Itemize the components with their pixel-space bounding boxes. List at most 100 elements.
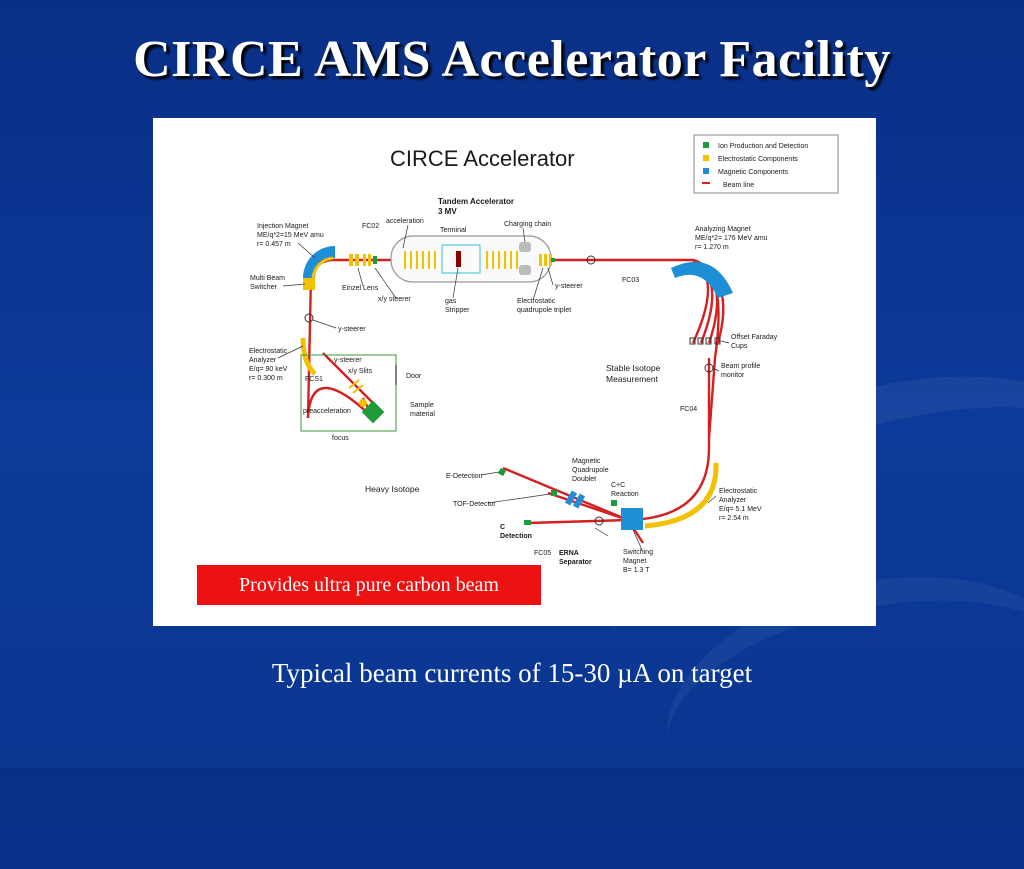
diagram-title: CIRCE Accelerator [390,146,575,171]
beamline-source-diag [322,352,379,409]
lbl-sample1: Sample [410,402,434,409]
lbl-sw1: Switching [623,549,653,556]
lbl-y-steerer-top: y-steerer [555,283,583,290]
lbl-offset2: Cups [731,343,748,350]
slide-footer: Typical beam currents of 15-30 µA on tar… [271,658,753,688]
lbl-ana2: ME/q*2= 176 MeV amu [695,235,768,242]
lbl-src-ysteer: y-steerer [334,357,362,364]
fc02-marker [373,256,377,264]
beamline-left [306,275,313,419]
lbl-mq2: Quadrupole [572,467,609,474]
preacceleration-node [359,399,367,407]
beamline-erna-1 [502,466,629,522]
lbl-stable1: Stable Isotope [606,363,661,373]
lbl-bpm2: monitor [721,372,745,379]
lbl-esa4: r= 0.300 m [249,375,283,382]
lbl-inj3: r= 0.457 m [257,241,291,248]
leader-lines [277,224,730,553]
lbl-equad1: Electrostatic [517,298,556,305]
lbl-fc04: FC04 [680,406,697,413]
lbl-stable2: Measurement [606,374,659,384]
lbl-xy-slits: x/y Slits [348,368,373,375]
lbl-inj1: Injection Magnet [257,223,308,230]
lbl-esa3: E/q= 90 keV [249,366,288,373]
lbl-y-steerer-left: y-steerer [338,326,366,333]
legend-label-beamline: Beam line [723,182,754,189]
lbl-tandem: Tandem Accelerator [438,197,514,206]
lbl-gas1: gas [445,298,457,305]
lbl-fc03: FC03 [622,277,639,284]
lbl-fcs1: FCS1 [305,376,323,383]
lbl-xy-steerer-top: x/y steerer [378,296,411,303]
lbl-heavy: Heavy Isotope [365,484,420,494]
lbl-cc1: C+C [611,482,625,489]
injection-magnet-yellow [311,256,334,279]
lbl-preacc: preacceleration [303,408,351,415]
legend-swatch-electrostatic [703,155,709,161]
beamline-erna-3 [527,518,629,525]
lbl-focus: focus [332,435,349,442]
offset-faraday-cups [689,337,721,345]
slide-title: CIRCE AMS Accelerator Facility [133,31,891,88]
lbl-cdet1: C [500,524,505,531]
c-detection [524,520,531,525]
lbl-einzel: Einzel Lens [342,285,379,292]
ion-source-box [300,354,397,432]
accelerator-diagram: CIRCE Accelerator Ion Production and Det… [153,118,876,626]
lbl-sw2: Magnet [623,558,646,565]
lbl-ana3: r= 1.270 m [695,244,729,251]
lbl-tof: TOF-Detector [453,501,496,508]
charging-chain-pulleys [519,242,531,275]
legend-swatch-ion [703,142,709,148]
lbl-offset1: Offset Faraday [731,334,778,341]
injection-magnet [303,246,335,278]
e-detection [497,467,507,477]
analyzing-magnet [671,261,733,298]
y-steerer-left-circle [304,313,314,323]
electrostatic-quadrupole-triplet [539,254,552,266]
cc-reaction [611,500,617,506]
lbl-terminal: Terminal [440,227,467,234]
lbl-tandem-mv: 3 MV [438,207,457,216]
legend-label-magnetic: Magnetic Components [718,169,789,176]
lbl-cdet2: Detection [500,533,532,540]
beamline-erna-2 [547,491,629,522]
mag-quad-2 [572,493,586,509]
lbl-esa2-2: Analyzer [719,497,747,504]
acceleration-tubes [404,251,518,269]
lbl-esa2-4: r= 2.54 m [719,515,749,522]
lbl-mbs1: Multi Beam [250,275,285,282]
beamline-esa-bend [627,447,711,522]
lbl-sample2: material [410,411,435,418]
esa-left [300,337,317,376]
lbl-erna2: Separator [559,559,592,566]
callout-box: Provides ultra pure carbon beam [197,565,541,605]
lbl-erna1: ERNA [559,550,579,557]
lbl-edet: E-Detection [446,473,483,480]
legend-label-electrostatic: Electrostatic Components [718,156,798,163]
lbl-esa1: Electrostatic [249,348,288,355]
lbl-bpm1: Beam profile [721,363,760,370]
legend-label-ion: Ion Production and Detection [718,143,808,150]
legend-swatch-beamline [702,182,710,184]
einzel-lens [349,254,371,266]
lbl-inj2: ME/q*2=15 MeV amu [257,232,324,239]
preacceleration-plates [348,379,364,394]
lbl-cc2: Reaction [611,491,639,498]
fc03-circle [586,255,596,265]
lbl-door: Door [406,373,422,380]
tandem-accelerator [390,235,555,283]
legend-swatch-magnetic [703,168,709,174]
terminal-green-dot [551,258,555,262]
lbl-fc05: FC05 [534,550,551,557]
terminal-box [441,244,481,274]
lbl-ana1: Analyzing Magnet [695,226,751,233]
esa-right [644,462,719,529]
lbl-esa2: Analyzer [249,357,277,364]
legend: Ion Production and Detection Electrostat… [693,134,839,194]
tof-detector [551,490,557,496]
lbl-esa2-1: Electrostatic [719,488,758,495]
diagram-svg: CIRCE Accelerator Ion Production and Det… [249,134,839,574]
lbl-sw3: B= 1.3 T [623,567,650,574]
lbl-equad2: quadrupole triplet [517,307,571,314]
